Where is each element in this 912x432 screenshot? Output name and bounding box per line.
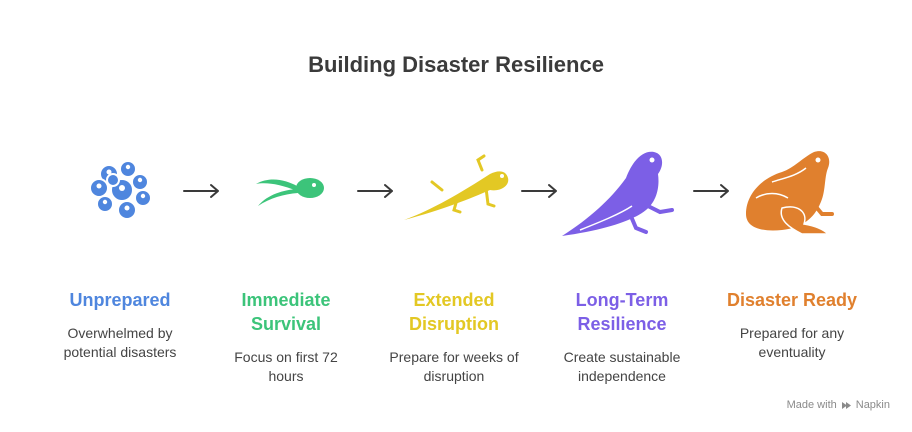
stage-title: Immediate Survival bbox=[241, 290, 331, 334]
arrow-right-icon bbox=[521, 184, 557, 198]
stage-description: Prepared for any eventuality bbox=[739, 325, 845, 360]
stage-title: Long-Term Resilience bbox=[575, 290, 669, 334]
stage-description: Create sustainable independence bbox=[563, 349, 681, 384]
arrow-right-icon bbox=[357, 184, 393, 198]
stage-immediate-survival: Immediate Survival Focus on first 72 hou… bbox=[206, 288, 366, 386]
footer-text: Made with bbox=[786, 399, 837, 411]
stage-description: Prepare for weeks of disruption bbox=[389, 349, 519, 384]
stage-unprepared: Unprepared Overwhelmed by potential disa… bbox=[40, 288, 200, 362]
diagram-title: Building Disaster Resilience bbox=[308, 52, 604, 77]
frog-eggs-icon bbox=[89, 160, 152, 220]
froglet-icon bbox=[562, 151, 674, 236]
napkin-logo-icon bbox=[841, 401, 851, 409]
stage-description: Focus on first 72 hours bbox=[234, 349, 338, 384]
arrow-right-icon bbox=[693, 184, 729, 198]
stage-title: Disaster Ready bbox=[726, 290, 858, 310]
stage-description: Overwhelmed by potential disasters bbox=[63, 325, 177, 360]
stage-title: Unprepared bbox=[69, 290, 171, 310]
tadpole-with-legs-icon bbox=[404, 154, 509, 220]
stage-long-term-resilience: Long-Term Resilience Create sustainable … bbox=[542, 288, 702, 386]
stage-disaster-ready: Disaster Ready Prepared for any eventual… bbox=[712, 288, 872, 362]
stage-extended-disruption: Extended Disruption Prepare for weeks of… bbox=[374, 288, 534, 386]
arrow-right-icon bbox=[183, 184, 219, 198]
footer-brand: Napkin bbox=[855, 399, 890, 411]
frog-icon bbox=[746, 151, 834, 235]
tadpole-icon bbox=[256, 178, 324, 206]
stage-title: Extended Disruption bbox=[409, 290, 499, 334]
made-with-napkin: Made with Napkin bbox=[787, 399, 890, 411]
